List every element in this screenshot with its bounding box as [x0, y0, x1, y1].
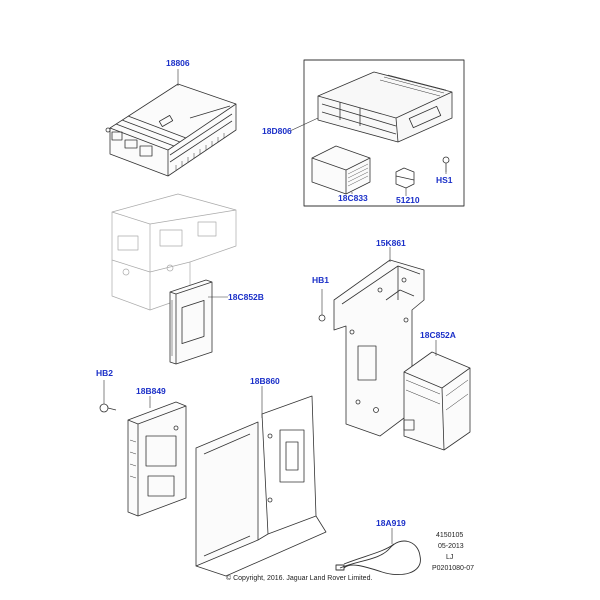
label-18c852b[interactable]: 18C852B	[228, 292, 264, 302]
module-18c852a	[403, 351, 471, 451]
meta-initials: LJ	[446, 554, 454, 561]
amplifier-module-18806	[105, 83, 237, 177]
screw-hs1	[442, 156, 450, 172]
label-hs1[interactable]: HS1	[436, 175, 453, 185]
bracket-18b860	[195, 395, 327, 577]
fuse-51210	[395, 167, 415, 189]
cd-changer-18d806	[317, 71, 453, 143]
copyright-text: © Copyright, 2016. Jaguar Land Rover Lim…	[226, 575, 373, 582]
label-18c833[interactable]: 18C833	[338, 193, 368, 203]
label-18c852a[interactable]: 18C852A	[420, 330, 456, 340]
cable-18a919	[335, 528, 421, 576]
mounting-frame-ghost	[111, 193, 237, 311]
label-18d806[interactable]: 18D806	[262, 126, 292, 136]
module-18c852b	[169, 279, 213, 365]
label-51210[interactable]: 51210	[396, 195, 420, 205]
label-15k861[interactable]: 15K861	[376, 238, 406, 248]
label-hb1[interactable]: HB1	[312, 275, 330, 285]
meta-code: 4150105	[436, 532, 464, 539]
meta-ref: P0201080-07	[432, 565, 475, 572]
label-18b849[interactable]: 18B849	[136, 386, 166, 396]
screw-hb2	[99, 380, 117, 413]
label-18806[interactable]: 18806	[166, 58, 190, 68]
cd-magazine-18c833	[311, 145, 371, 195]
screw-hb1	[318, 289, 326, 322]
label-hb2[interactable]: HB2	[96, 368, 114, 378]
label-18a919[interactable]: 18A919	[376, 518, 406, 528]
meta-date: 05-2013	[438, 543, 464, 550]
module-18b849	[127, 401, 187, 517]
label-18b860[interactable]: 18B860	[250, 376, 280, 386]
